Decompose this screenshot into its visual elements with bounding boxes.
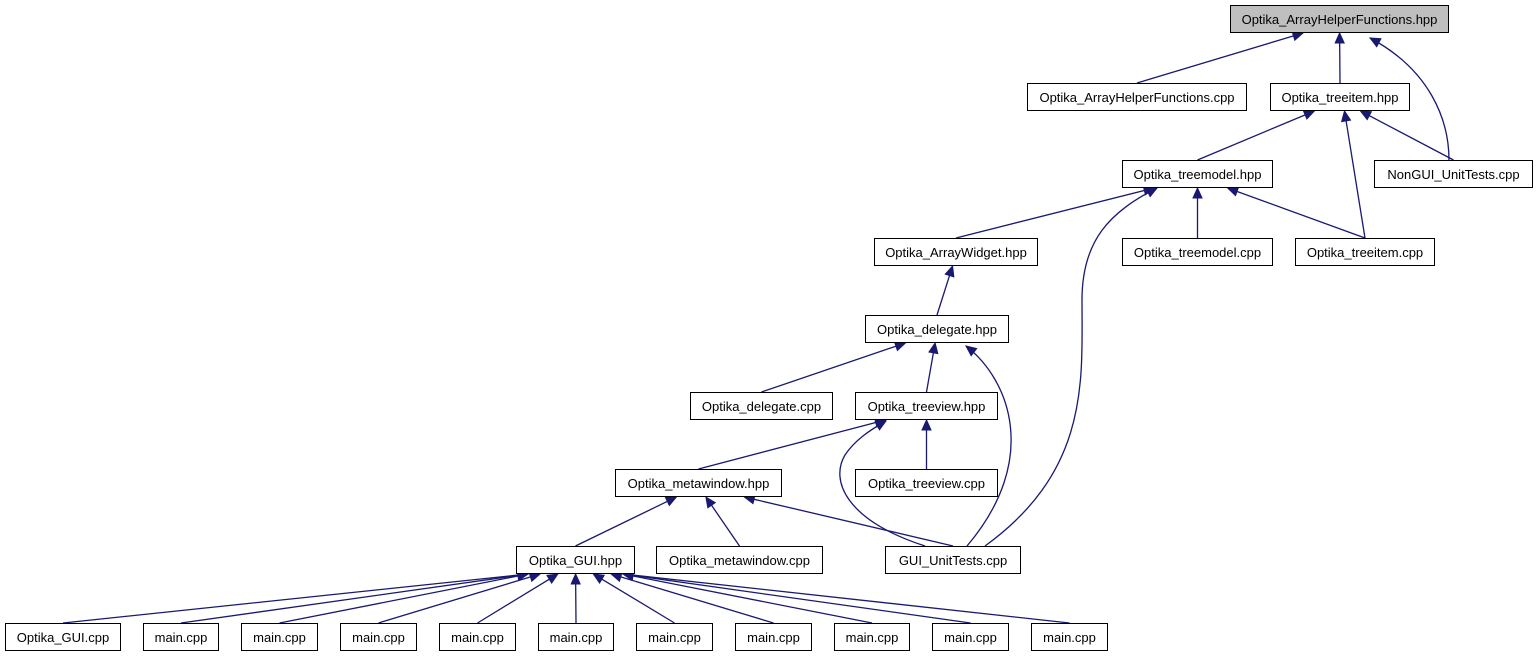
edge-n-treeview-hpp-to-n-delegate-hpp-arrowhead <box>928 341 939 355</box>
edge-n-gui-unittests-to-n-treeview-hpp-arrowhead <box>874 420 888 431</box>
edge-n-main7-to-n-gui-hpp <box>619 575 774 624</box>
edge-n-treemodel-hpp-to-n-treeitem-hpp-arrowhead <box>1302 110 1316 120</box>
node-optika-gui-cpp[interactable]: Optika_GUI.cpp <box>5 623 121 651</box>
edge-n-nongui-to-n-treeitem-hpp <box>1368 114 1454 161</box>
edge-n-treeitem-cpp-to-n-treemodel-hpp-arrowhead <box>1226 186 1240 197</box>
node-gui-unittests-cpp[interactable]: GUI_UnitTests.cpp <box>885 546 1021 574</box>
edge-n-main5-to-n-gui-hpp-arrowhead <box>570 572 581 585</box>
edge-n-treeview-hpp-to-n-delegate-hpp <box>925 351 935 393</box>
edge-n-main9-to-n-gui-hpp <box>631 574 971 624</box>
edge-n-gui-unittests-to-n-metawindow-hpp <box>752 498 954 547</box>
edge-n-gui-unittests-to-n-treemodel-hpp-arrowhead <box>1145 187 1159 198</box>
node-optika-gui-hpp[interactable]: Optika_GUI.hpp <box>516 546 635 574</box>
node-optika-treemodel-hpp[interactable]: Optika_treemodel.hpp <box>1122 160 1273 188</box>
node-main-cpp-8[interactable]: main.cpp <box>834 623 910 651</box>
node-optika-arrayhelperfunctions-hpp[interactable]: Optika_ArrayHelperFunctions.hpp <box>1230 5 1449 33</box>
edge-n-main4-to-n-gui-hpp-arrowhead <box>546 573 559 584</box>
node-main-cpp-6[interactable]: main.cpp <box>636 623 713 651</box>
node-optika-treeview-cpp[interactable]: Optika_treeview.cpp <box>855 469 998 497</box>
node-main-cpp-7[interactable]: main.cpp <box>735 623 812 651</box>
edge-n-treemodel-cpp-to-n-treemodel-hpp-arrowhead <box>1192 186 1203 199</box>
edge-n-arraywidget-hpp-to-n-treemodel-hpp <box>955 189 1146 239</box>
edge-n-metawindow-cpp-to-n-metawindow-hpp <box>710 504 741 547</box>
edge-n-main10-to-n-gui-hpp <box>631 574 1070 624</box>
edge-n-gui-cpp-to-n-gui-hpp <box>62 574 520 624</box>
node-main-cpp-1[interactable]: main.cpp <box>143 623 219 651</box>
edge-n-delegate-hpp-to-n-arraywidget-hpp <box>936 274 951 316</box>
edge-n-main6-to-n-gui-hpp <box>600 578 675 624</box>
edge-n-main8-to-n-gui-hpp <box>631 575 873 624</box>
edge-n-gui-unittests-to-n-delegate-hpp <box>965 345 1012 547</box>
node-optika-arraywidget-hpp[interactable]: Optika_ArrayWidget.hpp <box>874 238 1038 266</box>
edge-n-gui-hpp-to-n-metawindow-hpp <box>575 500 669 547</box>
edge-n-gui-unittests-to-n-delegate-hpp-arrowhead <box>965 345 978 357</box>
node-main-cpp-9[interactable]: main.cpp <box>932 623 1009 651</box>
edge-n-ahf-cpp-to-n-ahf-hpp <box>1136 34 1295 84</box>
edge-n-treeview-cpp-to-n-treeview-hpp-arrowhead <box>921 418 932 431</box>
node-main-cpp-3[interactable]: main.cpp <box>340 623 417 651</box>
edge-n-treeitem-cpp-to-n-treemodel-hpp <box>1235 190 1366 239</box>
edge-n-delegate-cpp-to-n-delegate-hpp-arrowhead <box>893 341 907 352</box>
edge-n-treemodel-hpp-to-n-treeitem-hpp <box>1197 113 1307 161</box>
edge-n-nongui-to-n-ahf-hpp-arrowhead <box>1368 37 1382 48</box>
node-nongui-unittests-cpp[interactable]: NonGUI_UnitTests.cpp <box>1374 160 1533 188</box>
edge-n-main1-to-n-gui-hpp <box>180 574 520 624</box>
edge-n-nongui-to-n-ahf-hpp <box>1369 37 1450 161</box>
edge-n-treeitem-hpp-to-n-ahf-hpp-arrowhead <box>1334 31 1345 44</box>
node-main-cpp-4[interactable]: main.cpp <box>439 623 516 651</box>
node-optika-treemodel-cpp[interactable]: Optika_treemodel.cpp <box>1122 238 1273 266</box>
edge-n-main3-to-n-gui-hpp <box>378 575 532 624</box>
edge-n-treeitem-cpp-to-n-treeitem-hpp-arrowhead <box>1340 109 1352 123</box>
edge-n-delegate-hpp-to-n-arraywidget-hpp-arrowhead <box>944 264 955 278</box>
edge-n-gui-unittests-to-n-treemodel-hpp <box>984 187 1158 547</box>
node-main-cpp-5[interactable]: main.cpp <box>538 623 614 651</box>
edge-n-main2-to-n-gui-hpp <box>279 575 520 624</box>
edge-n-main6-to-n-gui-hpp-arrowhead <box>592 573 606 584</box>
node-optika-delegate-hpp[interactable]: Optika_delegate.hpp <box>865 315 1009 343</box>
node-optika-delegate-cpp[interactable]: Optika_delegate.cpp <box>690 392 833 420</box>
edge-n-metawindow-cpp-to-n-metawindow-hpp-arrowhead <box>705 495 717 509</box>
edge-n-main4-to-n-gui-hpp <box>477 578 551 624</box>
edge-n-nongui-to-n-treeitem-hpp-arrowhead <box>1359 110 1373 121</box>
edge-n-metawindow-hpp-to-n-treeview-hpp <box>698 421 877 470</box>
node-optika-metawindow-hpp[interactable]: Optika_metawindow.hpp <box>615 469 782 497</box>
node-optika-arrayhelperfunctions-cpp[interactable]: Optika_ArrayHelperFunctions.cpp <box>1027 83 1247 111</box>
node-main-cpp-10[interactable]: main.cpp <box>1031 623 1108 651</box>
edge-n-delegate-cpp-to-n-delegate-hpp <box>761 345 898 393</box>
node-optika-metawindow-cpp[interactable]: Optika_metawindow.cpp <box>656 546 823 574</box>
edge-n-treeitem-cpp-to-n-treeitem-hpp <box>1345 119 1366 239</box>
edge-n-gui-hpp-to-n-metawindow-hpp-arrowhead <box>664 496 678 507</box>
node-main-cpp-2[interactable]: main.cpp <box>241 623 318 651</box>
node-optika-treeview-hpp[interactable]: Optika_treeview.hpp <box>855 392 998 420</box>
node-optika-treeitem-cpp[interactable]: Optika_treeitem.cpp <box>1295 238 1435 266</box>
node-optika-treeitem-hpp[interactable]: Optika_treeitem.hpp <box>1270 83 1410 111</box>
edge-n-gui-unittests-to-n-treeview-hpp <box>839 420 926 547</box>
